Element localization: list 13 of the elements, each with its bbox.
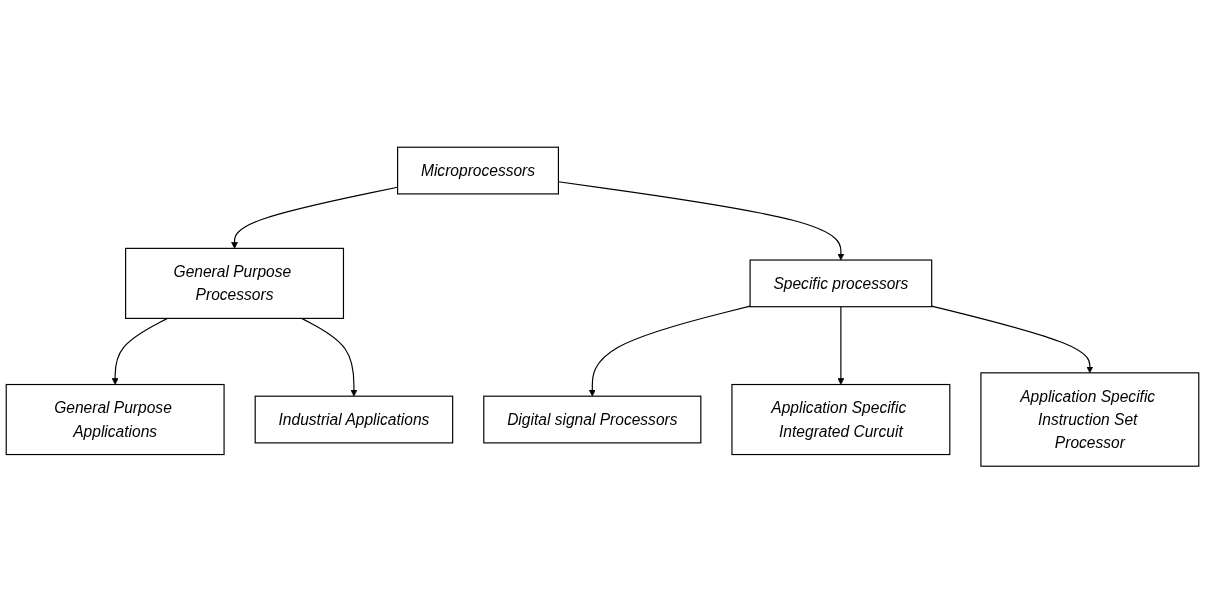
node-box: Industrial Applications (254, 395, 454, 444)
node-box: General Purpose Applications (5, 384, 225, 456)
node-box: Application Specific Instruction Set Processor (980, 372, 1200, 468)
arrow (837, 306, 845, 386)
arrow (931, 305, 1094, 374)
arrow (111, 318, 168, 386)
node-box: General Purpose Processors (125, 248, 345, 320)
node-box: Application Specific Integrated Curcuit (731, 384, 951, 456)
node-box: Specific processors (749, 259, 933, 308)
arrow (301, 318, 358, 397)
node-box: Digital signal Processors (483, 395, 702, 444)
node-box: Microprocessors (397, 146, 559, 195)
arrow (588, 305, 751, 397)
